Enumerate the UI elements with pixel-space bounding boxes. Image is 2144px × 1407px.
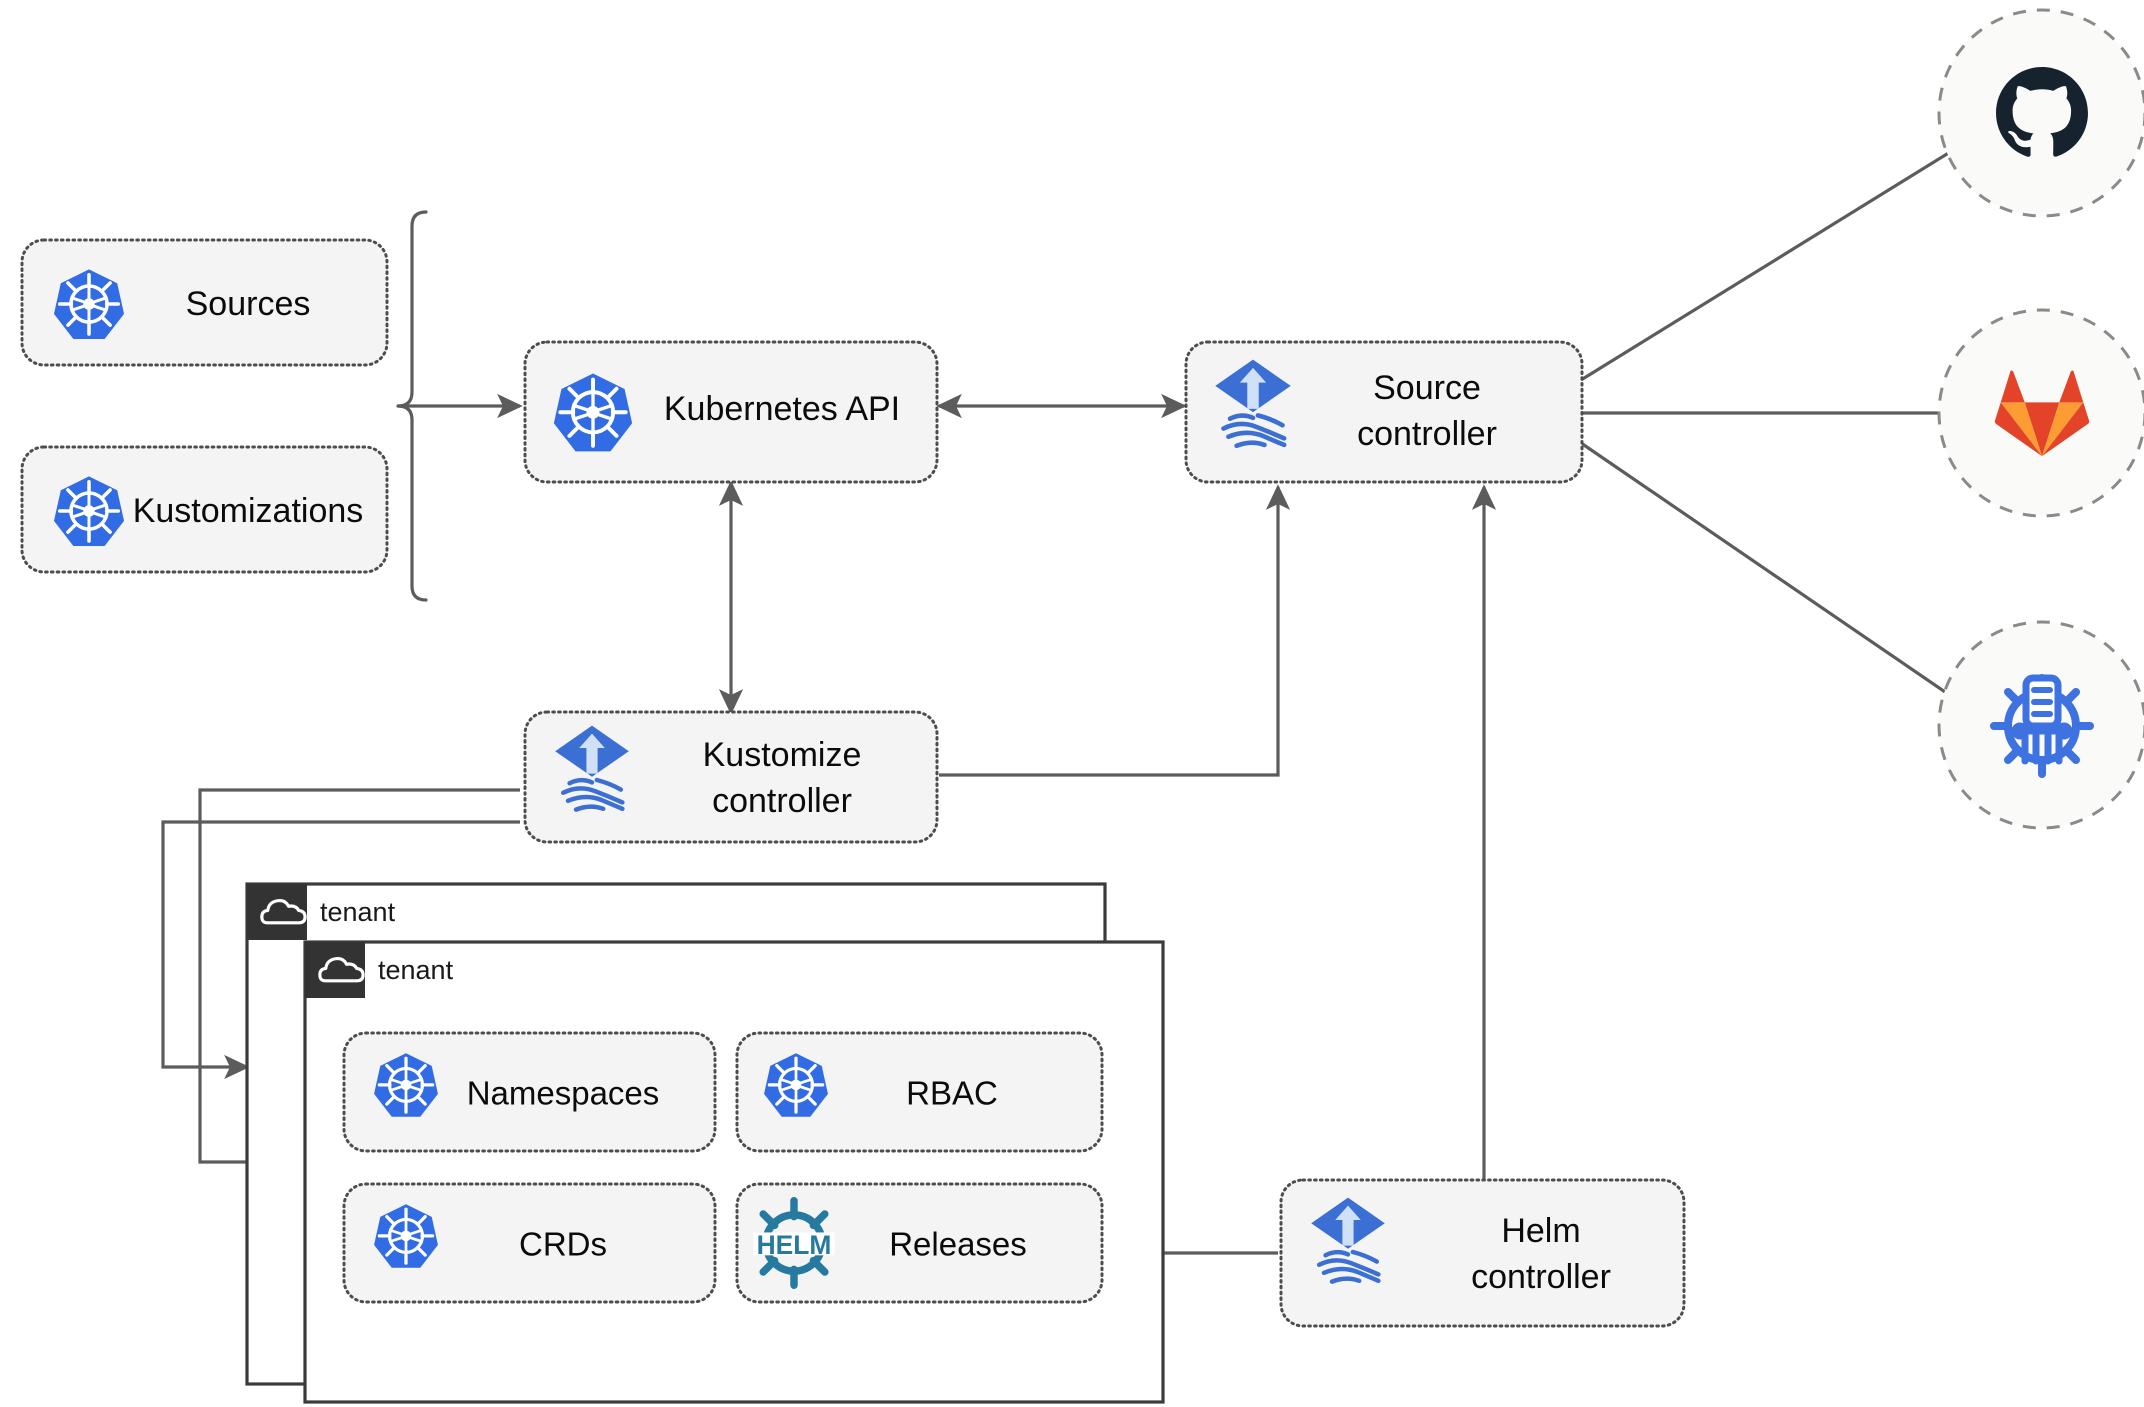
tenant-back-tab (247, 884, 307, 940)
source-controller-label-line2: controller (1357, 415, 1497, 453)
node-kustomizations[interactable]: Kustomizations (20, 445, 389, 574)
kustomize-controller-label-line1: Kustomize (703, 736, 862, 774)
releases-label: Releases (889, 1226, 1027, 1263)
node-kubernetes-api[interactable]: Kubernetes API (523, 340, 939, 484)
tenant-front-tab (305, 942, 365, 998)
node-releases[interactable]: Releases (735, 1182, 1104, 1304)
rbac-label: RBAC (906, 1075, 998, 1112)
node-source-controller[interactable]: Source controller (1184, 340, 1584, 484)
tenant-back-label: tenant (320, 897, 396, 927)
node-kustomize-controller[interactable]: Kustomize controller (523, 710, 939, 844)
node-gitlab[interactable] (1937, 308, 2144, 518)
node-github[interactable] (1937, 8, 2144, 218)
edge-source-controller-to-helm-repository (1580, 441, 1992, 724)
node-crds[interactable]: CRDs (342, 1182, 717, 1304)
tenant-front[interactable]: tenant (303, 940, 1165, 1404)
kustomize-controller-label-line2: controller (712, 782, 852, 820)
kustomizations-label: Kustomizations (133, 492, 364, 530)
helm-icon (754, 1201, 835, 1285)
source-controller-label-line1: Source (1373, 369, 1481, 407)
edge-kustomize-to-source-controller (939, 484, 1291, 777)
helm-controller-label-line2: controller (1471, 1258, 1611, 1296)
edge-kustomize-to-tenant-front (161, 820, 520, 1080)
edge-source-controller-to-github (1580, 126, 1992, 382)
kubernetes-api-label: Kubernetes API (664, 390, 900, 428)
node-helm-repository[interactable] (1937, 620, 2144, 830)
tenant-front-label: tenant (378, 955, 454, 985)
node-namespaces[interactable]: Namespaces (342, 1031, 717, 1153)
sources-label: Sources (186, 285, 311, 323)
node-helm-controller[interactable]: Helm controller (1279, 1178, 1686, 1328)
helm-repository-icon (1994, 678, 2090, 774)
node-sources[interactable]: Sources (20, 238, 389, 367)
namespaces-label: Namespaces (467, 1075, 660, 1112)
crds-label: CRDs (519, 1226, 607, 1263)
node-rbac[interactable]: RBAC (735, 1031, 1104, 1153)
helm-controller-label-line1: Helm (1501, 1212, 1580, 1250)
